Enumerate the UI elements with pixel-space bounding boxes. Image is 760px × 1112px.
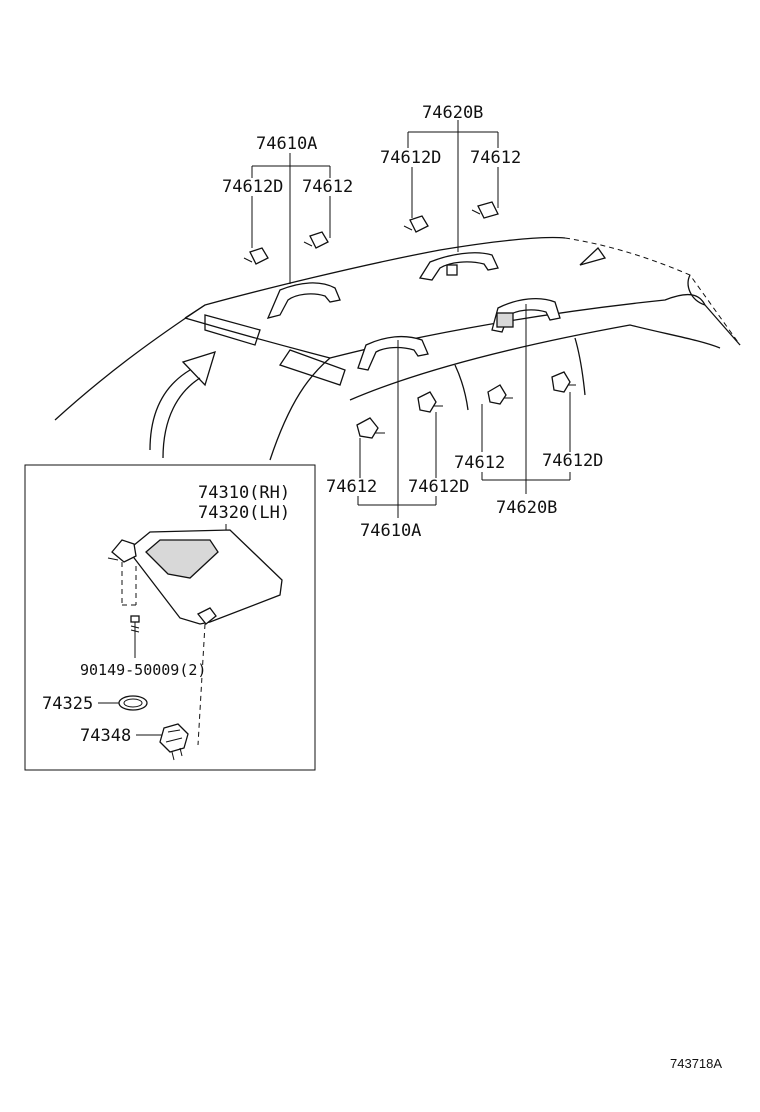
roof-outline [54, 236, 741, 461]
label-74612-top-right: 74612 [470, 148, 521, 168]
clip-bottom-4 [551, 371, 576, 393]
label-90149-50009: 90149-50009(2) [80, 661, 206, 679]
label-74620B-bottom: 74620B [496, 498, 557, 518]
clip-bottom-1 [356, 417, 385, 439]
label-74325: 74325 [42, 694, 93, 714]
clip-top-right-1 [403, 215, 429, 233]
grab-handle-rear-right [491, 297, 561, 333]
label-74610A-bottom: 74610A [360, 521, 421, 541]
label-74620B-top: 74620B [422, 103, 483, 123]
label-74612D-bottom-left: 74612D [408, 477, 469, 497]
visor-holder [159, 723, 189, 761]
clip-top-right-2 [471, 201, 499, 219]
label-74612D-top-right: 74612D [380, 148, 441, 168]
label-74612-top-left: 74612 [302, 177, 353, 197]
inset-frame [24, 464, 316, 771]
label-74610A-top: 74610A [256, 134, 317, 154]
label-74348: 74348 [80, 726, 131, 746]
part-labels: 74610A 74612D 74612 74620B 74612D 74612 … [222, 103, 603, 541]
label-74612-bottom-right: 74612 [454, 453, 505, 473]
grab-handle-front-right [418, 252, 499, 281]
label-74320-lh: 74320(LH) [198, 503, 290, 523]
clip-top-left-1 [243, 247, 269, 265]
leader-lines [251, 120, 571, 518]
ring-part [118, 695, 148, 711]
diagram-reference-code: 743718A [670, 1056, 722, 1071]
label-74310-rh: 74310(RH) [198, 483, 290, 503]
clip-top-left-2 [303, 231, 329, 249]
grab-handle-front-left [266, 282, 341, 319]
clip-bottom-2 [417, 391, 443, 413]
label-74612D-top-left: 74612D [222, 177, 283, 197]
screw [130, 615, 140, 636]
clip-bottom-3 [487, 384, 513, 405]
vanity-mirror [145, 539, 219, 579]
label-74612-bottom-left: 74612 [326, 477, 377, 497]
grab-handle-rear-left [357, 335, 429, 371]
sun-visor-inset: 74310(RH) 74320(LH) 90149-50009(2) 74325 [24, 464, 316, 771]
label-74612D-bottom-right: 74612D [542, 451, 603, 471]
visor-pivot [111, 539, 137, 563]
